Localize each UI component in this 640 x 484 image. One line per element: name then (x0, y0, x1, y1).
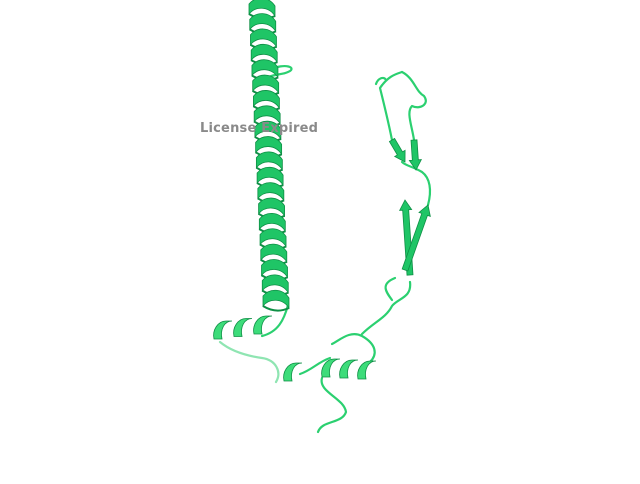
long-helix-turn (255, 136, 283, 156)
long-helix-turn (249, 13, 277, 33)
coil-9 (400, 160, 432, 207)
long-helix-turn (258, 213, 286, 233)
coil-5 (316, 376, 348, 434)
long-helix-turn (258, 197, 285, 218)
coil-7 (360, 280, 412, 336)
center-helix-turn (357, 360, 377, 380)
coil-1 (266, 64, 293, 80)
left-helix-turn (233, 318, 253, 337)
long-helix-turn (250, 43, 278, 64)
coil-6 (330, 333, 376, 364)
long-helix-turn (259, 228, 287, 248)
coil-12 (374, 76, 388, 86)
coil-segments (218, 64, 432, 434)
license-watermark: License Expired (200, 121, 319, 136)
long-helix-edge (262, 305, 290, 312)
strand-2 (401, 204, 431, 272)
strand-4 (408, 139, 423, 171)
center-helix-turn (339, 359, 359, 379)
left-helix-turn (253, 315, 273, 335)
long-helix-turn (253, 105, 281, 125)
coil-8 (384, 276, 397, 302)
beta-strands (388, 137, 431, 276)
small-helix-turn (283, 362, 303, 382)
coil-3 (218, 340, 280, 384)
coil-11 (400, 70, 427, 142)
center-helix-turn (321, 358, 341, 378)
strand-3 (388, 137, 406, 163)
long-helix-turn (250, 28, 277, 49)
coil-4 (298, 356, 332, 376)
left-helix-turn (213, 320, 233, 340)
long-helix-turn (254, 120, 282, 141)
coil-10 (378, 70, 404, 142)
alpha-helices (213, 0, 377, 382)
